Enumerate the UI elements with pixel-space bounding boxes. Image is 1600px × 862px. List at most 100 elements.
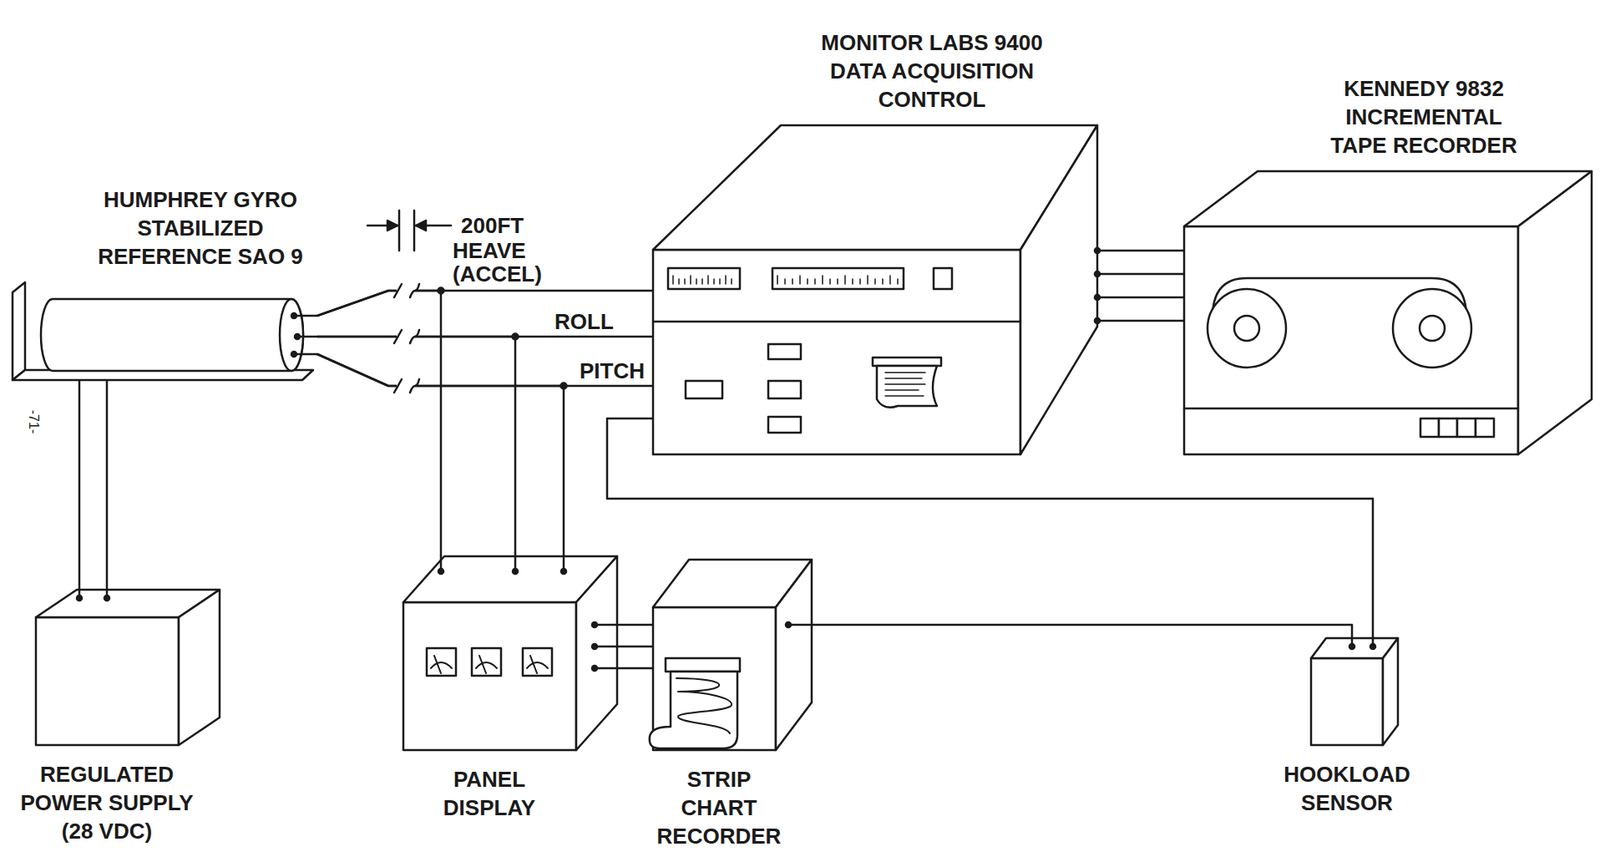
data-acquisition-box [668, 268, 740, 289]
signal-cable [106, 379, 109, 590]
power-supply-box [178, 589, 220, 745]
power-supply-box [35, 589, 220, 745]
panel-display-box [430, 655, 548, 674]
signal-cable [617, 645, 654, 649]
dimension-arrows [387, 220, 398, 231]
cable-break-symbol [394, 283, 420, 393]
panel-display-box [576, 556, 618, 750]
tape-recorder-box [1419, 315, 1445, 341]
tape-recorder-box [1184, 171, 1592, 455]
data-acquisition-box [933, 268, 952, 289]
gyro-bracket [12, 282, 314, 380]
data-acquisition-box [1094, 271, 1100, 277]
hookload-sensor-box [1370, 643, 1376, 649]
power-supply-box [35, 617, 179, 745]
equipment-node: MONITOR LABS 9400 DATA ACQUISITION CONTR… [653, 28, 1098, 455]
strip-chart-box [775, 559, 812, 750]
gyro-bracket [12, 282, 26, 380]
signal-cable [811, 624, 1352, 638]
equipment-node: REGULATED POWER SUPPLY (28 VDC) [14, 589, 220, 846]
tape-recorder-box [1184, 226, 1519, 455]
data-acquisition-box [1094, 318, 1100, 324]
strip-chart-box [785, 622, 791, 628]
signal-cable [317, 354, 564, 557]
junction-dot [438, 288, 445, 294]
data-acquisition-box [653, 125, 1100, 455]
junction-dot [438, 288, 568, 390]
hookload-sensor-box [1349, 643, 1355, 649]
tape-recorder-box [1518, 171, 1592, 455]
dimension-arrows [415, 220, 426, 231]
data-acquisition-box [673, 275, 732, 284]
panel-display-box [403, 556, 618, 750]
tape-recorder-box [1457, 418, 1476, 437]
panel-display-box [561, 568, 567, 574]
panel-display-box [592, 643, 598, 649]
signal-cable [1097, 319, 1185, 323]
equipment-node: HUMPHREY GYRO STABILIZED REFERENCE SAO 9 [8, 185, 318, 380]
gyro-cylinder [40, 298, 304, 371]
signal-cable [317, 290, 441, 557]
tape-recorder-box [1207, 288, 1287, 368]
signal-cable [317, 354, 654, 386]
tape-recorder-box [1392, 288, 1472, 368]
equipment-illustration [12, 125, 1592, 750]
signal-cable [617, 667, 654, 670]
data-acquisition-box [685, 380, 723, 399]
equipment-node: STRIP CHART RECORDER [653, 559, 812, 851]
data-acquisition-box [653, 320, 1021, 324]
equipment-label: STRIP CHART RECORDER [653, 764, 785, 851]
power-supply-box [104, 595, 110, 601]
data-acquisition-box [1020, 125, 1098, 455]
panel-display-box [512, 568, 518, 574]
signal-cable [1097, 249, 1185, 253]
data-acquisition-box [772, 268, 904, 289]
gyro-cylinder [40, 298, 318, 371]
data-acquisition-box [1094, 294, 1100, 300]
dimension-arrows [367, 210, 451, 251]
data-acquisition-box [768, 344, 801, 360]
data-acquisition-box [885, 372, 926, 396]
equipment-node: HOOKLOAD SENSOR [1275, 637, 1418, 817]
page-number: -71- [25, 410, 41, 434]
data-acquisition-box [768, 416, 801, 433]
equipment-node: KENNEDY 9832 INCREMENTAL TAPE RECORDER [1184, 74, 1592, 455]
tape-recorder-box [1475, 418, 1494, 437]
cable-break-symbol [394, 283, 420, 393]
signal-cable [78, 379, 82, 590]
gyro-cylinder [293, 315, 318, 355]
dimension-arrows [367, 210, 451, 251]
gyro-cylinder [291, 351, 297, 357]
data-acquisition-box [872, 357, 942, 366]
gyro-cylinder [279, 298, 304, 371]
signal-cable [317, 336, 516, 557]
hookload-sensor-box [1382, 637, 1398, 745]
signal-cable [1097, 296, 1185, 299]
dimension-label: 200FT [460, 211, 524, 240]
data-acquisition-box [1094, 248, 1100, 254]
signal-name: PITCH [577, 359, 647, 383]
junction-dot [561, 383, 568, 390]
signal-name: HEAVE (ACCEL) [450, 238, 559, 286]
strip-chart-box [665, 658, 740, 672]
hookload-sensor-box [1311, 637, 1398, 745]
equipment-label: KENNEDY 9832 INCREMENTAL TAPE RECORDER [1326, 74, 1523, 160]
strip-chart-box [649, 559, 812, 750]
tape-recorder-box [1184, 407, 1519, 411]
signal-cable [617, 623, 654, 627]
equipment-label: PANEL DISPLAY [435, 764, 544, 822]
equipment-label: HUMPHREY GYRO STABILIZED REFERENCE SAO 9 [92, 185, 309, 271]
junction-dot [512, 334, 519, 340]
gyro-cylinder [291, 313, 297, 319]
equipment-label: REGULATED POWER SUPPLY (28 VDC) [14, 759, 200, 846]
signal-cable [1097, 273, 1185, 276]
strip-chart-box [649, 671, 738, 749]
equipment-node: PANEL DISPLAY [403, 556, 618, 822]
tape-recorder-box [1234, 315, 1260, 341]
panel-display-box [403, 602, 577, 750]
data-acquisition-box [653, 125, 1098, 250]
equipment-label: MONITOR LABS 9400 DATA ACQUISITION CONTR… [815, 28, 1049, 114]
tape-recorder-box [1420, 418, 1439, 437]
panel-display-box [438, 568, 444, 574]
